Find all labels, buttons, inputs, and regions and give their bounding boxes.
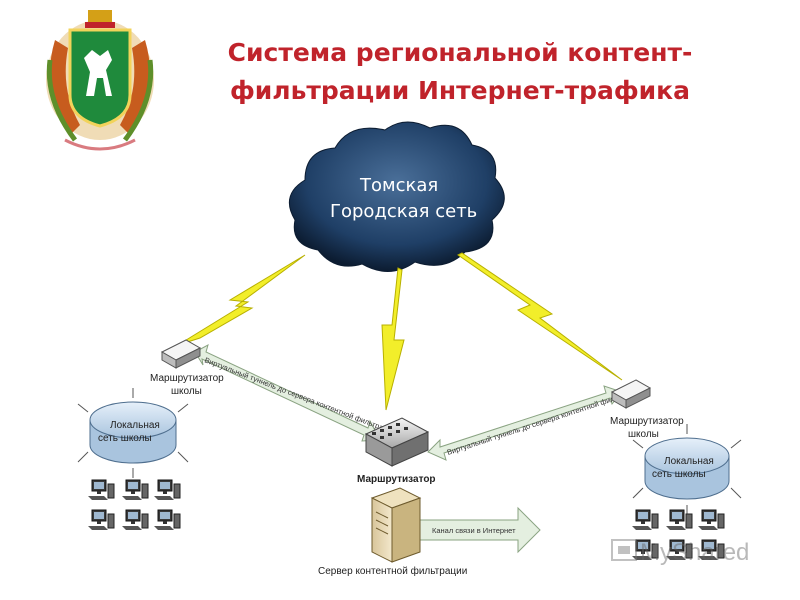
computer-icon	[698, 539, 725, 560]
left-router-label-line2: школы	[171, 386, 202, 397]
watermark-text: MyShared	[640, 539, 749, 566]
right-router-icon	[610, 379, 652, 409]
central-router-icon	[364, 417, 430, 467]
right-lan-disk: Локальная сеть школы	[632, 424, 742, 515]
lightning-links	[177, 252, 623, 411]
computer-icon	[88, 509, 115, 530]
left-router-label-line1: Маршрутизатор	[150, 373, 224, 384]
lightning-bolt-right	[457, 252, 623, 381]
city-network-cloud: Томская Городская сеть	[288, 121, 505, 272]
page-title: Система региональной контент- фильтрации…	[200, 34, 720, 110]
computer-icon	[666, 539, 693, 560]
lightning-bolt-left	[177, 254, 306, 346]
filter-server-icon	[370, 487, 422, 563]
computer-icon	[122, 479, 149, 500]
computer-icon	[632, 539, 659, 560]
server-label: Сервер контентной фильтрации	[318, 565, 467, 577]
right-router-label-line2: школы	[628, 429, 659, 440]
left-lan-label-line2: сеть школы	[98, 433, 152, 444]
right-lan-label-line1: Локальная	[664, 456, 714, 467]
left-router-icon	[160, 339, 202, 369]
computer-icon	[154, 509, 181, 530]
right-computers-group	[632, 509, 725, 560]
title-line1: Система региональной контент-	[227, 38, 693, 67]
right-lan-label-line2: сеть школы	[652, 469, 706, 480]
computer-icon	[632, 509, 659, 530]
computer-icon	[88, 479, 115, 500]
coat-of-arms-icon	[46, 10, 154, 151]
left-lan-label-line1: Локальная	[110, 420, 160, 431]
computer-icon	[154, 479, 181, 500]
cloud-label-line1: Томская	[359, 175, 438, 196]
lightning-bolt-center	[381, 267, 405, 411]
computer-icon	[698, 509, 725, 530]
cloud-label-line2: Городская сеть	[330, 201, 477, 222]
tunnel-left-label: Виртуальный туннель до сервера контентно…	[203, 355, 396, 436]
left-computers-group	[88, 479, 181, 530]
title-line2: фильтрации Интернет-трафика	[229, 76, 690, 105]
channel-label: Канал связи в Интернет	[432, 526, 516, 535]
tunnel-arrow-left: Виртуальный туннель до сервера контентно…	[194, 343, 397, 442]
internet-channel-arrow: Канал связи в Интернет	[419, 506, 541, 554]
central-router-label: Маршрутизатор	[357, 474, 436, 485]
left-lan-disk: Локальная сеть школы	[77, 388, 189, 478]
computer-icon	[666, 509, 693, 530]
right-router-label-line1: Маршрутизатор	[610, 416, 684, 427]
computer-icon	[122, 509, 149, 530]
watermark: MyShared	[611, 539, 749, 566]
